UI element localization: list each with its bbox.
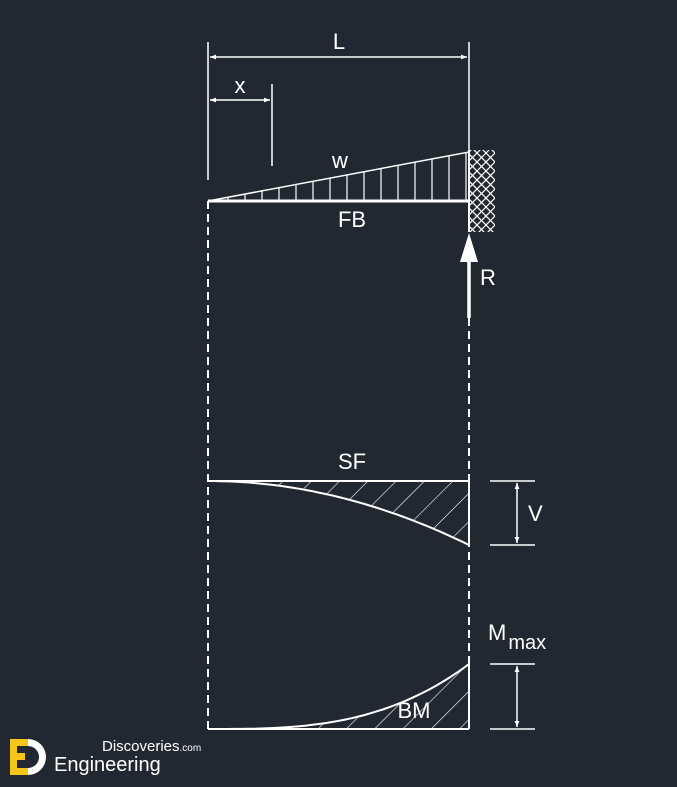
engineering-discoveries-logo: Discoveries.com Engineering — [8, 736, 238, 782]
logo-discoveries-word: Discoveries — [102, 738, 180, 755]
span-dimension: L — [207, 29, 470, 180]
load-label: w — [331, 148, 348, 173]
shear-force-label: SF — [338, 449, 366, 474]
bending-moment-label: BM — [398, 698, 431, 723]
free-body-label: FB — [338, 207, 366, 232]
moment-max-main: M — [488, 620, 506, 645]
logo-discoveries-text: Discoveries.com — [102, 738, 201, 755]
logo-dotcom: .com — [179, 743, 202, 754]
shear-hatch — [208, 481, 469, 545]
reaction-label: R — [480, 265, 496, 290]
load-ticks — [227, 152, 467, 201]
distance-label: x — [235, 73, 246, 98]
shear-curve — [208, 480, 470, 546]
moment-max-sub: max — [508, 632, 546, 654]
reaction-arrowhead — [460, 233, 478, 262]
shear-force-diagram: SF — [208, 449, 470, 546]
logo-mark-icon — [10, 739, 46, 775]
triangular-load: w — [207, 148, 470, 202]
wall-hatch — [470, 150, 495, 232]
bending-moment-diagram: BM — [208, 663, 470, 730]
span-label: L — [333, 29, 345, 54]
distance-dimension: x — [210, 73, 273, 166]
logo-engineering-text: Engineering — [54, 754, 161, 776]
fixed-support — [468, 150, 495, 232]
moment-curve — [208, 663, 470, 730]
shear-value-label: V — [528, 501, 543, 526]
reaction-arrow: R — [460, 233, 496, 318]
moment-hatch — [208, 664, 469, 729]
shear-value-dimension: V — [490, 480, 543, 546]
